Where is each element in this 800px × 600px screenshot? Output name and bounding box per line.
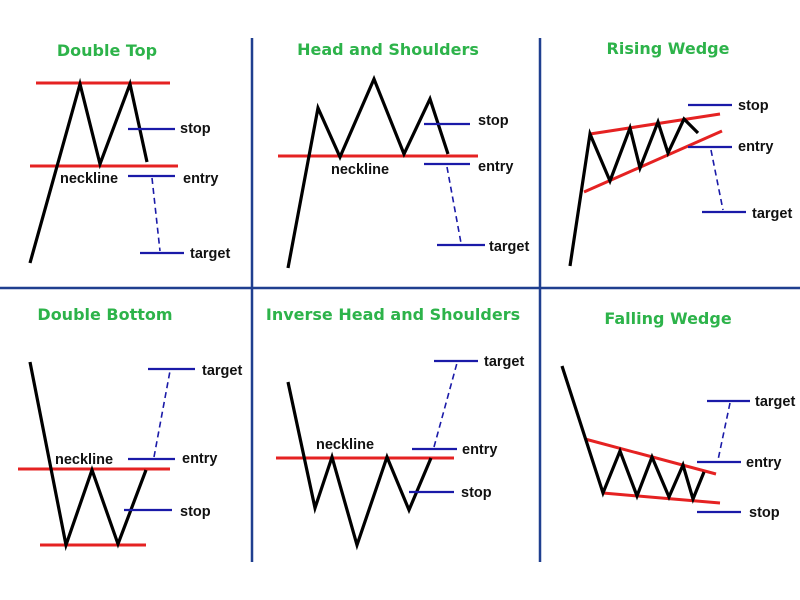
neckline-label: neckline [60, 171, 118, 187]
upper-trendline [589, 112, 721, 136]
entry-label: entry [462, 442, 497, 458]
target-label: target [190, 246, 230, 262]
entry-label: entry [182, 451, 217, 467]
panel-rising-wedge: Rising Wedge stop entry target [568, 39, 792, 267]
stop-label: stop [180, 121, 211, 137]
entry-label: entry [183, 171, 218, 187]
panel-head-and-shoulders: Head and Shoulders neckline stop entry t… [278, 40, 529, 269]
target-label: target [484, 354, 524, 370]
price-path [286, 74, 450, 269]
entry-label: entry [478, 159, 513, 175]
target-label: target [755, 394, 795, 410]
price-path [560, 365, 706, 504]
projection-line [446, 166, 462, 244]
target-label: target [489, 239, 529, 255]
panel-title: Inverse Head and Shoulders [266, 305, 520, 324]
stop-label: stop [180, 504, 211, 520]
panel-dividers [0, 38, 800, 562]
price-path [28, 77, 149, 264]
stop-label: stop [749, 505, 780, 521]
panel-title: Double Bottom [37, 305, 172, 324]
stop-label: stop [461, 485, 492, 501]
panel-double-top: Double Top neckline stop entry target [28, 41, 230, 264]
target-label: target [202, 363, 242, 379]
price-path [568, 116, 700, 267]
projection-line [433, 362, 458, 448]
price-path [286, 381, 433, 551]
panel-falling-wedge: Falling Wedge target entry stop [560, 309, 795, 521]
lower-trendline [602, 491, 721, 505]
panel-double-bottom: Double Bottom neckline target entry stop [18, 305, 242, 552]
entry-label: entry [738, 139, 773, 155]
panel-title: Head and Shoulders [297, 40, 479, 59]
projection-line [710, 149, 724, 211]
panel-title: Rising Wedge [607, 39, 730, 58]
target-label: target [752, 206, 792, 222]
panel-title: Double Top [57, 41, 157, 60]
panel-title: Falling Wedge [604, 309, 731, 328]
panel-inverse-head-and-shoulders: Inverse Head and Shoulders neckline targ… [266, 305, 524, 551]
price-path [28, 361, 148, 552]
projection-line [153, 370, 171, 458]
neckline-label: neckline [316, 437, 374, 453]
lower-trendline [583, 129, 723, 194]
entry-label: entry [746, 455, 781, 471]
neckline-label: neckline [331, 162, 389, 178]
projection-line [151, 177, 161, 252]
projection-line [717, 402, 731, 461]
stop-label: stop [738, 98, 769, 114]
stop-label: stop [478, 113, 509, 129]
neckline-label: neckline [55, 452, 113, 468]
